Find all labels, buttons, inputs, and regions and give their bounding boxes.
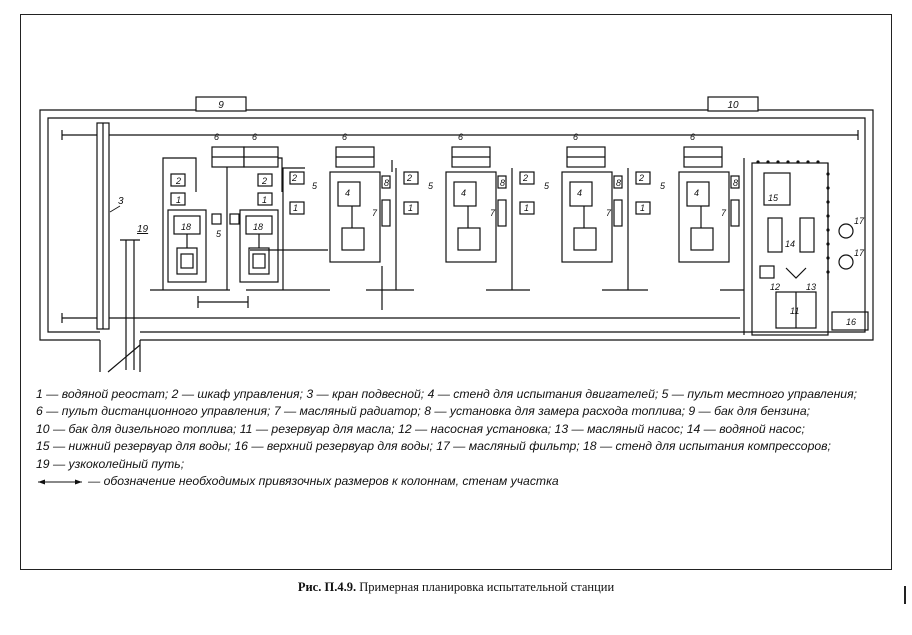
label-2: 2: [291, 173, 297, 183]
label-14: 14: [785, 239, 795, 249]
label-19: 19: [137, 224, 149, 235]
pump-room: [751, 162, 869, 336]
drawing-frame: [20, 14, 892, 570]
label-2: 2: [522, 173, 528, 183]
label-4: 4: [577, 188, 582, 198]
caption-prefix: Рис. П.4.9.: [297, 580, 357, 594]
label-2: 2: [261, 176, 267, 186]
label-6: 6: [342, 132, 347, 142]
label-5: 5: [312, 181, 318, 191]
page-edge-mark: [904, 586, 906, 604]
label-4: 4: [694, 188, 699, 198]
dimension-arrow-icon: [38, 479, 82, 485]
label-6: 6: [573, 132, 578, 142]
label-7: 7: [372, 208, 378, 218]
label-15: 15: [768, 193, 779, 203]
label-7: 7: [490, 208, 496, 218]
label-1: 1: [262, 195, 267, 205]
label-12: 12: [770, 282, 780, 292]
label-17: 17: [854, 248, 865, 258]
label-5: 5: [544, 181, 550, 191]
label-18: 18: [181, 222, 191, 232]
label-8: 8: [733, 178, 738, 188]
figure-caption: Рис. П.4.9. Примерная планировка испытат…: [0, 580, 912, 595]
legend-line-6-text: — обозначение необходимых привязочных ра…: [88, 474, 559, 489]
tank-10: [707, 96, 759, 112]
legend-line-5: 19 — узкоколейный путь;: [36, 456, 185, 471]
remote-console-group: [211, 146, 723, 168]
label-8: 8: [500, 178, 505, 188]
label-6: 6: [690, 132, 695, 142]
label-6: 6: [214, 132, 219, 142]
label-10: 10: [727, 100, 739, 111]
label-2: 2: [175, 176, 181, 186]
label-4: 4: [345, 188, 350, 198]
label-6: 6: [458, 132, 463, 142]
label-1: 1: [176, 195, 181, 205]
label-18: 18: [253, 222, 263, 232]
label-7: 7: [606, 208, 612, 218]
label-6: 6: [252, 132, 257, 142]
label-4: 4: [461, 188, 466, 198]
label-5: 5: [216, 229, 222, 239]
label-5: 5: [660, 181, 666, 191]
legend-line-2: 6 — пульт дистанционного управления; 7 —…: [36, 404, 811, 419]
label-1: 1: [524, 203, 529, 213]
label-1: 1: [408, 203, 413, 213]
label-1: 1: [640, 203, 645, 213]
legend-line-4: 15 — нижний резервуар для воды; 16 — вер…: [36, 439, 831, 454]
label-3: 3: [118, 196, 124, 207]
label-8: 8: [616, 178, 621, 188]
floor-plan: 9 10 3 19 2 1 2 1 18 18 5: [39, 96, 874, 373]
label-11: 11: [790, 306, 799, 316]
outer-wall: [39, 109, 874, 341]
label-1: 1: [293, 203, 298, 213]
label-13: 13: [806, 282, 816, 292]
engine-test-bays: [282, 158, 745, 335]
label-5: 5: [428, 181, 434, 191]
label-8: 8: [384, 178, 389, 188]
label-2: 2: [638, 173, 644, 183]
legend-line-6: — обозначение необходимых привязочных ра…: [36, 473, 886, 490]
label-2: 2: [406, 173, 412, 183]
label-7: 7: [721, 208, 727, 218]
label-9: 9: [218, 100, 224, 111]
tank-9: [195, 96, 247, 112]
label-16: 16: [846, 317, 856, 327]
legend-line-1: 1 — водяной реостат; 2 — шкаф управления…: [36, 387, 857, 401]
legend: 1 — водяной реостат; 2 — шкаф управления…: [36, 386, 886, 490]
label-17: 17: [854, 216, 865, 226]
caption-text: Примерная планировка испытательной станц…: [356, 580, 615, 594]
legend-line-3: 10 — бак для дизельного топлива; 11 — ре…: [36, 421, 805, 436]
